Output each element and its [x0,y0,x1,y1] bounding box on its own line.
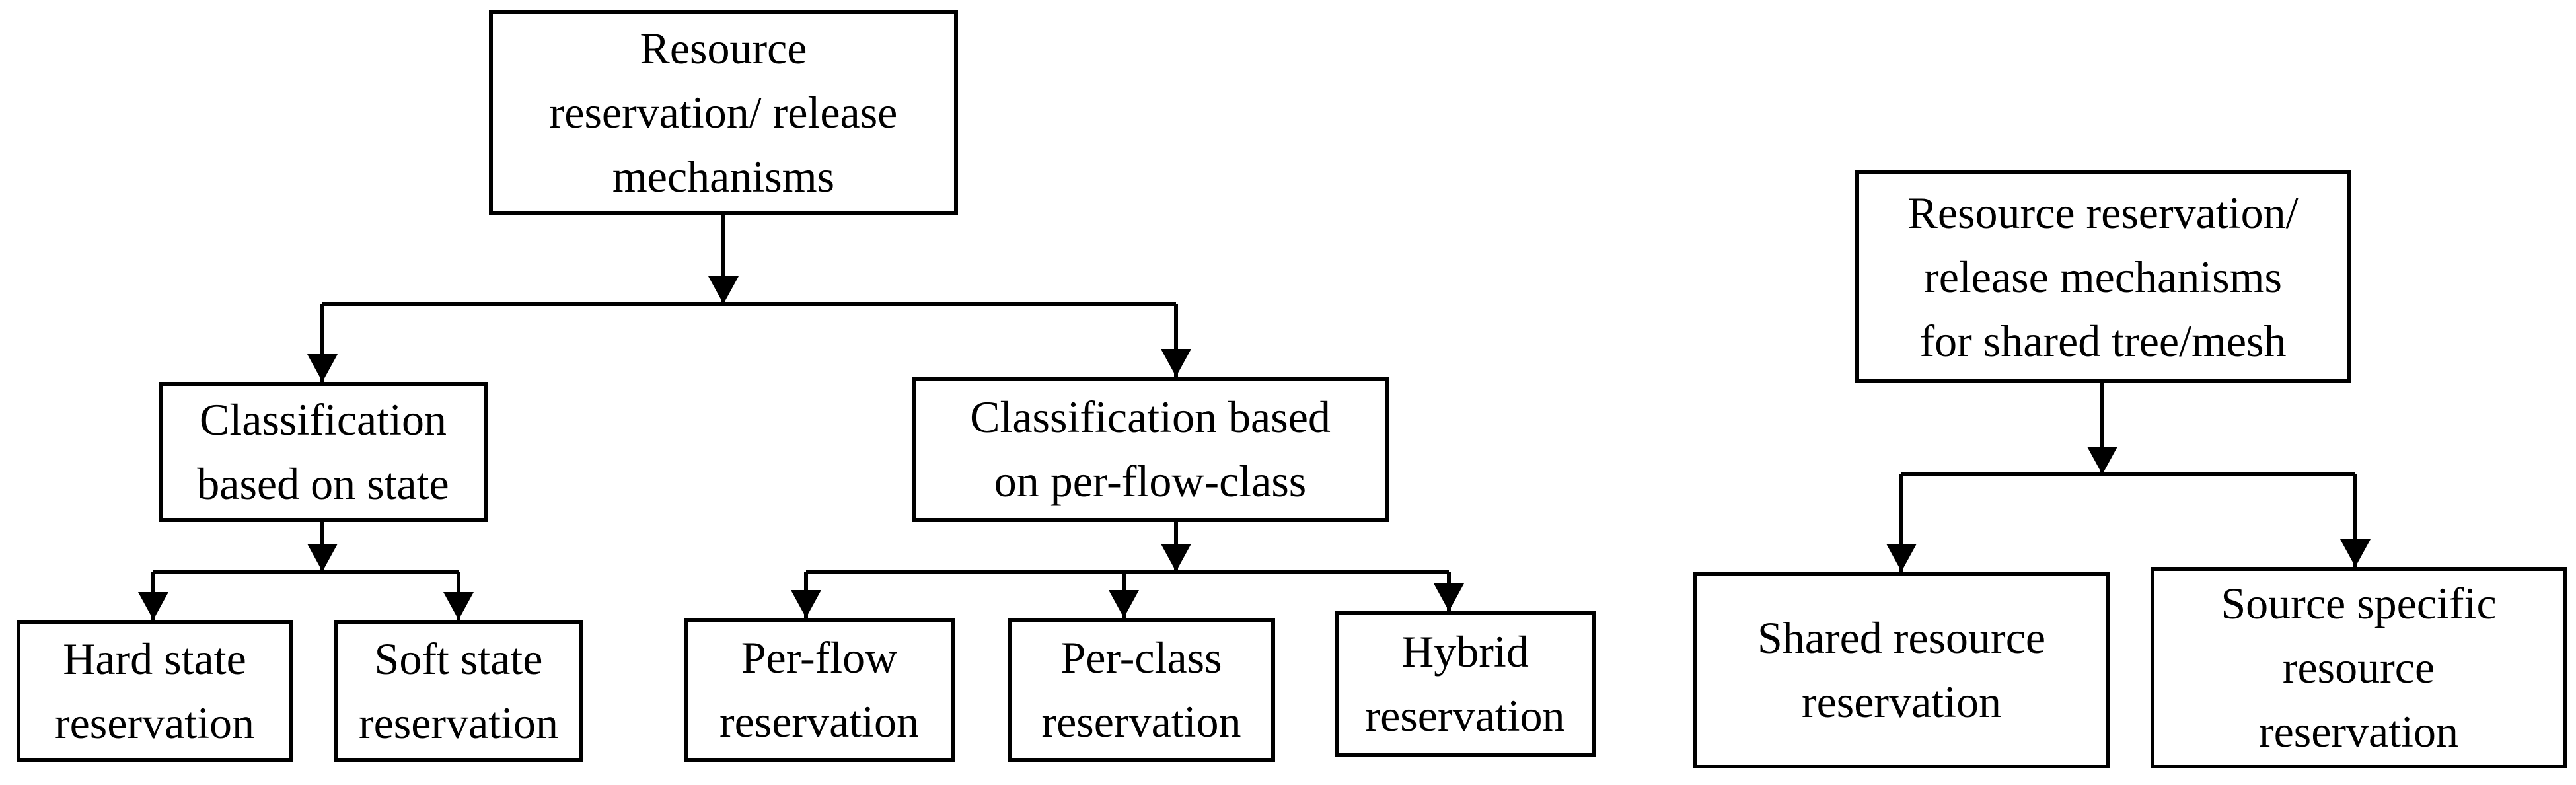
node-shared-resource-label: Shared resource reservation [1757,613,2046,727]
node-perflow-label: Per-flow reservation [719,632,920,747]
node-perclass: Per-class reservation [1008,618,1275,762]
node-shared-root-label: Resource reservation/ release mechanisms… [1907,187,2299,366]
node-hard-state-label: Hard state reservation [54,633,255,748]
arrowhead-soft [443,592,474,620]
arrowhead-shared [1886,544,1917,572]
arrowhead-perflow-class [1161,349,1191,377]
node-hybrid: Hybrid reservation [1335,611,1596,757]
arrowhead-perflow-class-down [1161,544,1191,572]
node-shared-resource: Shared resource reservation [1693,572,2110,768]
node-classification-perflow-class: Classification based on per-flow-class [912,377,1389,522]
arrowhead-state-down [307,544,338,572]
arrowhead-shared-root [2087,447,2117,474]
arrowhead-source-specific [2340,539,2371,567]
node-source-specific-label: Source specific resource reservation [2221,578,2497,757]
node-hybrid-label: Hybrid reservation [1365,626,1565,741]
node-root: Resource reservation/ release mechanisms [489,10,958,215]
node-classification-state: Classification based on state [159,382,488,522]
arrowhead-hybrid [1434,583,1464,611]
node-hard-state: Hard state reservation [17,620,293,762]
node-soft-state-label: Soft state reservation [358,633,559,748]
node-soft-state: Soft state reservation [334,620,583,762]
node-shared-root: Resource reservation/ release mechanisms… [1855,170,2351,383]
node-classification-perflow-class-label: Classification based on per-flow-class [970,392,1331,506]
node-classification-state-label: Classification based on state [197,394,449,509]
node-root-label: Resource reservation/ release mechanisms [549,22,898,202]
arrowhead-state [307,354,338,382]
arrowhead-perclass [1109,590,1139,618]
arrowhead-root [708,276,739,304]
node-source-specific: Source specific resource reservation [2151,567,2567,768]
node-perflow: Per-flow reservation [684,618,955,762]
arrowhead-hard [138,592,168,620]
node-perclass-label: Per-class reservation [1041,632,1241,747]
arrowhead-perflow [791,590,821,618]
